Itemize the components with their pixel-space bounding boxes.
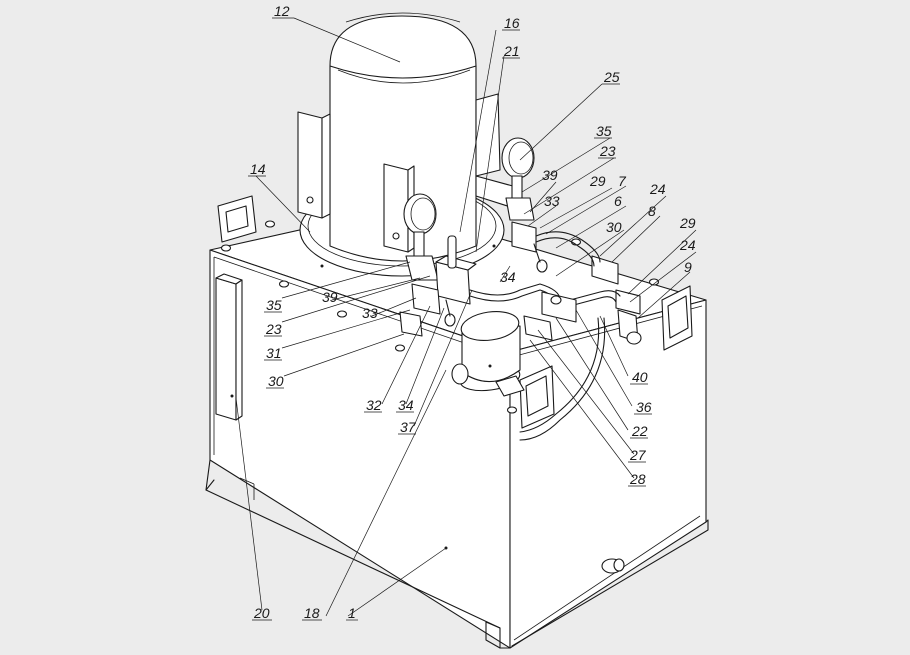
callout-24-lower: 24 [679, 237, 696, 253]
callout-14: 14 [250, 161, 266, 177]
callout-23-lower: 23 [265, 321, 282, 337]
callout-31: 31 [266, 345, 282, 361]
callout-39-lower: 39 [322, 289, 338, 305]
valve-cluster-right [511, 221, 642, 345]
pressure-piping [469, 231, 621, 441]
leader-lines [235, 17, 697, 617]
callout-30-lower: 30 [268, 373, 284, 389]
callout-29-lower: 29 [679, 215, 696, 231]
cover-bolts [220, 220, 660, 414]
callout-33-upper: 33 [544, 193, 560, 209]
return-filter [451, 311, 525, 397]
callout-23-upper: 23 [599, 143, 616, 159]
callout-30-upper: 30 [606, 219, 622, 235]
callout-33-lower: 33 [362, 305, 378, 321]
callout-39-upper: 39 [542, 167, 558, 183]
terminal-box [475, 93, 501, 177]
lifting-bracket-right [661, 285, 693, 351]
callout-29-upper: 29 [589, 173, 606, 189]
callout-22: 22 [631, 423, 648, 439]
callout-1: 1 [348, 605, 356, 621]
callout-25: 25 [603, 69, 620, 85]
callout-21: 21 [503, 43, 520, 59]
callout-16: 16 [504, 15, 520, 31]
callout-27: 27 [629, 447, 647, 463]
pressure-gauge-left [403, 193, 439, 281]
callout-35-lower: 35 [266, 297, 282, 313]
lifting-bracket-left [217, 195, 257, 243]
callout-34-lower: 34 [398, 397, 414, 413]
callout-24-upper: 24 [649, 181, 666, 197]
motor-cap [329, 15, 477, 79]
callout-8: 8 [648, 203, 656, 219]
valve-manifold [399, 235, 477, 337]
callout-40: 40 [632, 369, 648, 385]
callout-36: 36 [636, 399, 652, 415]
label-underlines [248, 17, 652, 621]
callout-12: 12 [274, 3, 290, 19]
callout-35-upper: 35 [596, 123, 612, 139]
callout-37: 37 [400, 419, 417, 435]
callout-28: 28 [629, 471, 646, 487]
callout-labels: 12 16 21 25 35 23 14 39 33 29 7 24 6 8 3… [250, 3, 696, 621]
lifting-bracket-front [519, 365, 555, 429]
callout-34-upper: 34 [500, 269, 516, 285]
callout-9: 9 [684, 259, 692, 275]
callout-6: 6 [614, 193, 622, 209]
callout-18: 18 [304, 605, 320, 621]
oil-level-gauge [215, 273, 243, 421]
electric-motor [297, 12, 521, 277]
callout-32: 32 [366, 397, 382, 413]
callout-20: 20 [253, 605, 270, 621]
callout-7: 7 [618, 173, 627, 189]
pressure-gauge-right [501, 137, 535, 221]
